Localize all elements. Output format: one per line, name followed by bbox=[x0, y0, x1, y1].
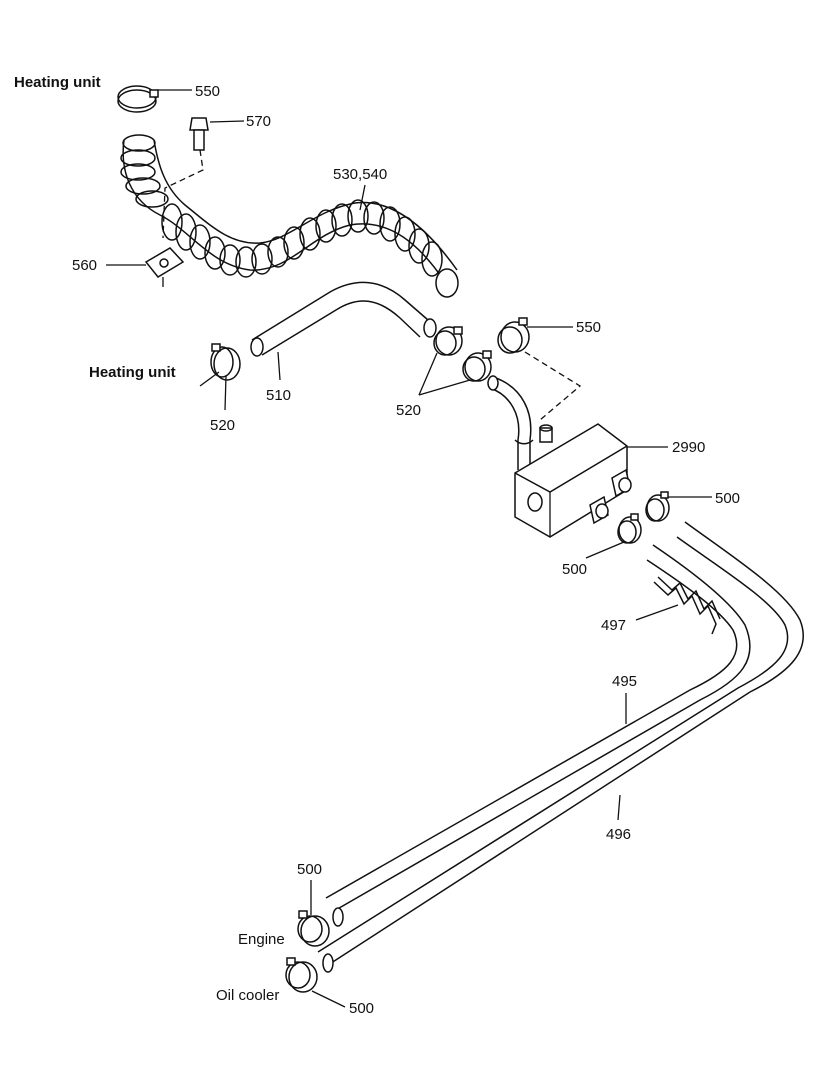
hose-495-end bbox=[332, 907, 344, 927]
callout-500-mid: 500 bbox=[562, 561, 587, 578]
stub-pipe bbox=[487, 375, 534, 470]
spring-guard-497 bbox=[653, 576, 721, 635]
callout-496: 496 bbox=[606, 826, 631, 843]
callout-520-left: 520 bbox=[210, 417, 235, 434]
assembly-guide-bolt bbox=[162, 149, 204, 239]
pipe-510 bbox=[250, 281, 437, 357]
callout-500-oil: 500 bbox=[349, 1000, 374, 1017]
callout-550-top: 550 bbox=[195, 83, 220, 100]
heating-unit-label-top: Heating unit bbox=[14, 74, 101, 91]
clamp-500-oil-cooler bbox=[285, 957, 318, 993]
clamp-520-mid-b bbox=[462, 350, 492, 382]
clamp-550-top bbox=[117, 85, 159, 113]
corrugated-hose-530-540 bbox=[120, 134, 459, 298]
clamp-520-mid-a bbox=[433, 326, 463, 356]
leader-lines bbox=[106, 89, 712, 1008]
bolt-570 bbox=[189, 117, 209, 151]
callout-2990: 2990 bbox=[672, 439, 705, 456]
callout-560: 560 bbox=[72, 257, 97, 274]
clamp-520-left bbox=[210, 343, 241, 381]
callout-500-right: 500 bbox=[715, 490, 740, 507]
callout-500-engine: 500 bbox=[297, 861, 322, 878]
hose-495 bbox=[325, 544, 751, 912]
assembly-guide-block bbox=[524, 351, 582, 421]
callout-497: 497 bbox=[601, 617, 626, 634]
block-nipples bbox=[589, 468, 632, 525]
clamp-500-right bbox=[645, 491, 670, 522]
callout-530-540: 530,540 bbox=[333, 166, 387, 183]
engine-label: Engine bbox=[238, 931, 285, 948]
callout-550-mid: 550 bbox=[576, 319, 601, 336]
clamp-550-mid bbox=[497, 317, 530, 354]
hose-496 bbox=[317, 521, 805, 968]
callout-570: 570 bbox=[246, 113, 271, 130]
bracket-560 bbox=[144, 247, 185, 287]
callout-510: 510 bbox=[266, 387, 291, 404]
hose-496-end bbox=[322, 953, 334, 973]
callout-495: 495 bbox=[612, 673, 637, 690]
heating-unit-label-mid: Heating unit bbox=[89, 364, 176, 381]
callout-520-mid: 520 bbox=[396, 402, 421, 419]
clamp-500-engine bbox=[297, 910, 330, 947]
oil-cooler-label: Oil cooler bbox=[216, 987, 279, 1004]
clamp-500-mid bbox=[617, 513, 642, 544]
